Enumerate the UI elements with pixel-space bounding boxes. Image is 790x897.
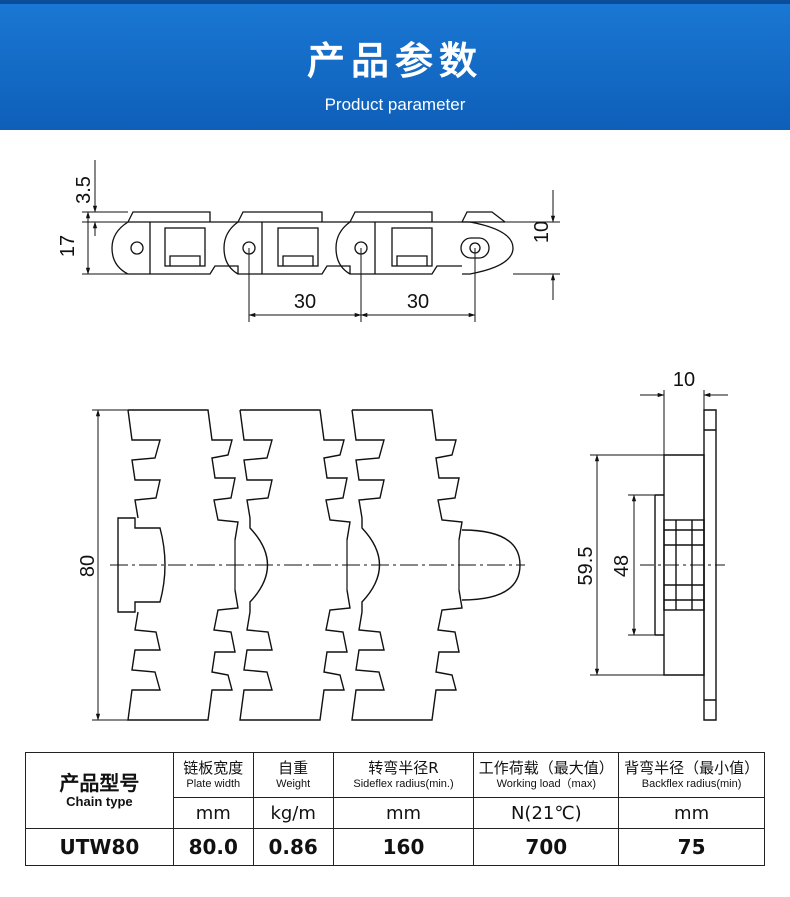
unit-cell: kg/m xyxy=(252,797,334,829)
model-cell: UTW80 xyxy=(25,828,174,866)
dim-10-top: 10 xyxy=(531,221,553,243)
header-chain-type-cn: 产品型号 xyxy=(59,771,140,795)
dim-30-left: 30 xyxy=(294,291,316,313)
header-cn: 背弯半径（最小值） xyxy=(624,759,760,777)
header-banner: 产品参数 Product parameter xyxy=(0,0,790,130)
header-cn: 转弯半径R xyxy=(368,759,439,777)
header-backflex-radius: 背弯半径（最小值） Backflex radius(min) xyxy=(618,752,765,798)
technical-drawing: 3.5 17 10 30 30 80 xyxy=(57,160,728,721)
header-cn: 工作荷载（最大值） xyxy=(478,759,614,777)
top-view-drawing xyxy=(111,211,514,275)
header-cn: 自重 xyxy=(278,759,309,777)
header-chain-type-en: Chain type xyxy=(66,794,133,809)
header-weight: 自重 Weight xyxy=(252,752,334,798)
header-en: Plate width xyxy=(186,778,241,790)
dim-48: 48 xyxy=(611,555,633,577)
banner-top-line xyxy=(0,0,790,4)
header-en: Sideflex radius(min.) xyxy=(353,778,454,790)
header-plate-width: 链板宽度 Plate width xyxy=(172,752,254,798)
header-en: Weight xyxy=(276,778,311,790)
unit-cell: N(21℃) xyxy=(473,797,620,829)
spec-header-row: 产品型号 Chain type 链板宽度 Plate width 自重 Weig… xyxy=(25,752,765,829)
unit-cell: mm xyxy=(618,797,765,829)
value-cell: 0.86 xyxy=(252,828,334,866)
value-cell: 160 xyxy=(332,828,475,866)
dim-59-5: 59.5 xyxy=(575,547,597,586)
spec-value-row: UTW80 80.0 0.86 160 700 75 xyxy=(25,828,765,866)
dim-17: 17 xyxy=(57,235,79,257)
dim-3-5: 3.5 xyxy=(73,176,95,204)
header-sideflex-radius: 转弯半径R Sideflex radius(min.) xyxy=(332,752,475,798)
banner-subtitle: Product parameter xyxy=(324,95,466,114)
header-working-load: 工作荷载（最大值） Working load（max) xyxy=(473,752,620,798)
dim-10-side: 10 xyxy=(673,369,695,391)
dim-80: 80 xyxy=(77,555,99,577)
unit-cell: mm xyxy=(172,797,254,829)
header-en: Working load（max) xyxy=(496,778,597,790)
unit-cell: mm xyxy=(332,797,475,829)
value-cell: 700 xyxy=(473,828,620,866)
header-chain-type: 产品型号 Chain type xyxy=(25,752,174,829)
value-cell: 75 xyxy=(618,828,765,866)
side-view-drawing xyxy=(654,409,717,721)
spec-table: 产品型号 Chain type 链板宽度 Plate width 自重 Weig… xyxy=(25,752,765,866)
header-cn: 链板宽度 xyxy=(183,759,244,777)
banner-title: 产品参数 xyxy=(306,39,483,83)
value-cell: 80.0 xyxy=(172,828,254,866)
plan-view-drawing xyxy=(117,409,521,721)
dim-30-right: 30 xyxy=(407,291,429,313)
spec-unit-row: mm kg/m mm N(21℃) mm xyxy=(26,797,765,829)
header-en: Backflex radius(min) xyxy=(641,778,742,790)
